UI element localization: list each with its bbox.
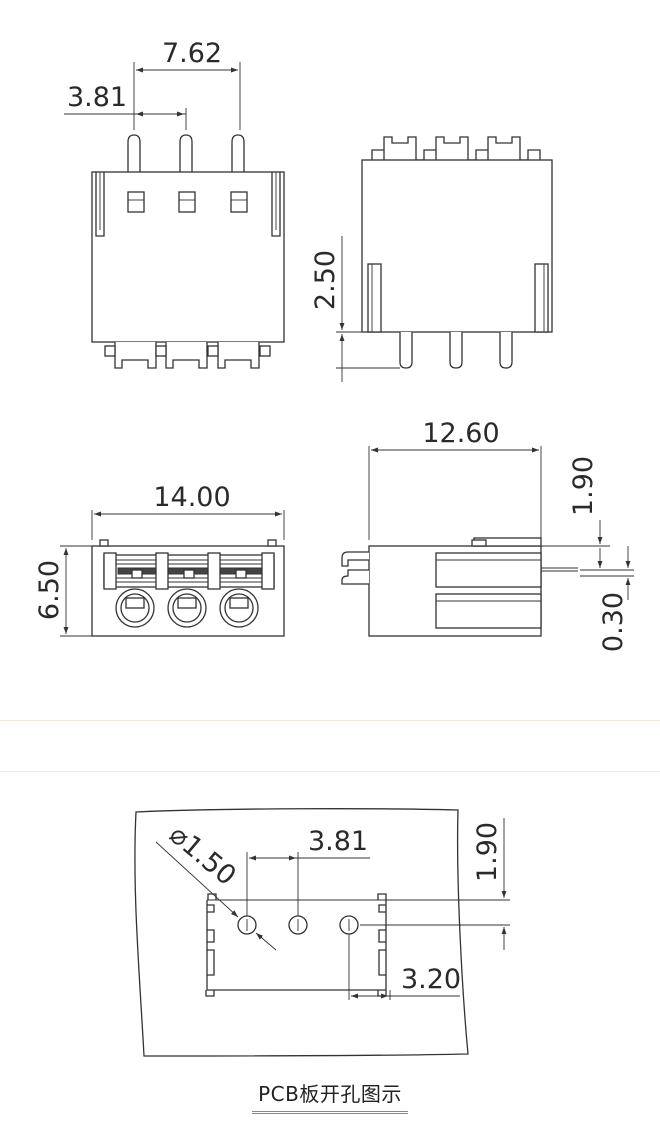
dim-7-62: 7.62 <box>162 38 222 69</box>
dim-3-81: 3.81 <box>67 82 127 113</box>
pcb-dim-3-81: 3.81 <box>308 826 368 857</box>
top-view <box>60 510 285 637</box>
separator-bottom <box>0 771 660 772</box>
dim-2-50: 2.50 <box>310 250 341 310</box>
side-view <box>336 136 553 382</box>
dim-0-30: 0.30 <box>598 592 629 652</box>
pcb-caption: PCB板开孔图示 <box>0 1078 660 1114</box>
dim-6-50: 6.50 <box>34 560 65 620</box>
side-top-view <box>341 446 634 637</box>
front-view <box>64 62 285 369</box>
pcb-dim-hole-diameter: ⌀1.50 <box>163 819 241 892</box>
dim-1-90: 1.90 <box>568 456 599 516</box>
pcb-layout <box>134 808 510 1057</box>
pcb-caption-text: PCB板开孔图示 <box>252 1078 408 1114</box>
pcb-dim-1-90: 1.90 <box>472 822 503 882</box>
dim-12-60: 12.60 <box>422 418 499 449</box>
dim-14-00: 14.00 <box>153 482 230 513</box>
pcb-dim-3-20: 3.20 <box>401 964 461 995</box>
separator-top <box>0 720 660 721</box>
